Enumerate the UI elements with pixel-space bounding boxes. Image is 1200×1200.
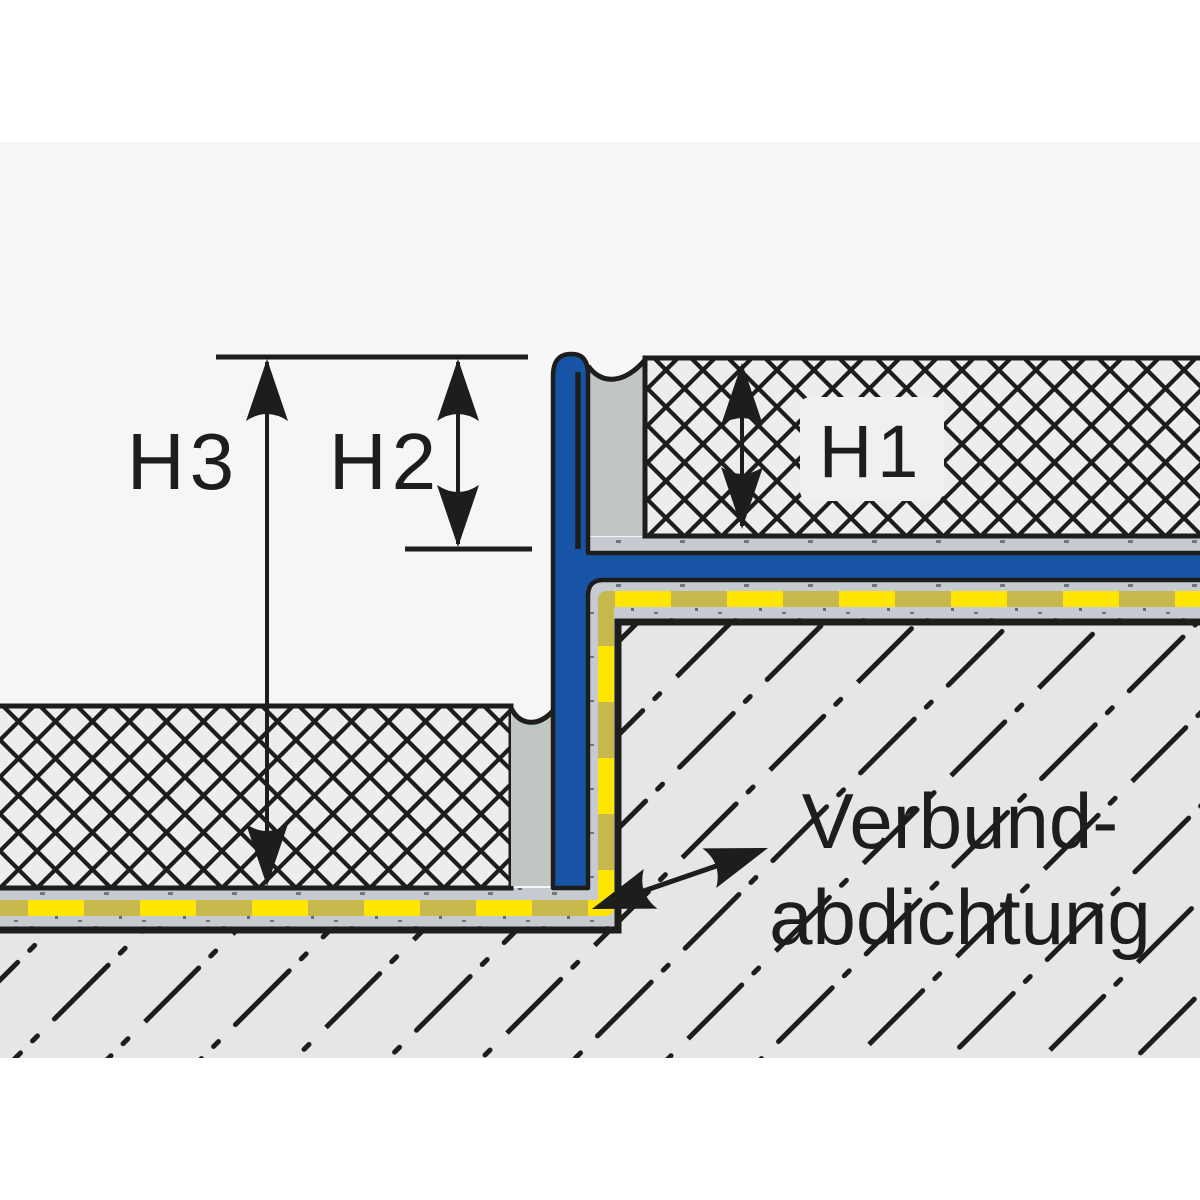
annotation-arrow <box>585 828 775 929</box>
h1-label: H1 <box>819 410 924 493</box>
h2-label: H2 <box>329 417 441 506</box>
tile-joint-lower <box>508 706 555 886</box>
annotation-line2: abdichtung <box>769 873 1151 961</box>
concrete-substrate <box>0 622 1200 1058</box>
h1-label-box <box>800 397 944 501</box>
h2-dimension: H2 <box>329 359 532 552</box>
annotation-label: Verbund- abdichtung <box>769 777 1151 961</box>
concrete-step-outline <box>0 618 1200 934</box>
lower-tile <box>0 703 514 891</box>
tile-joint-upper <box>585 358 647 536</box>
h3-dimension: H3 <box>127 354 528 886</box>
h1-dimension: H1 <box>721 363 924 529</box>
mortar-under-upper-tile <box>588 537 1200 554</box>
profile <box>550 351 1200 891</box>
h3-label: H3 <box>127 417 239 506</box>
sealing-line <box>0 591 1200 916</box>
profile-body <box>550 351 1200 891</box>
annotation-line1: Verbund- <box>802 777 1119 865</box>
